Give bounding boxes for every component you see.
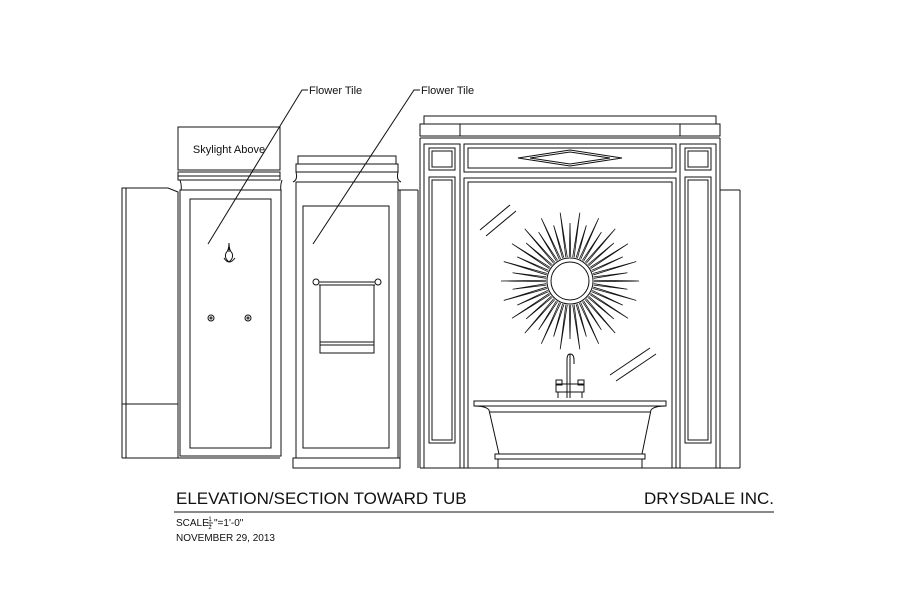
- sunburst-ray: [587, 242, 615, 267]
- sunburst-ray: [517, 256, 549, 273]
- sunburst-ray: [592, 286, 637, 301]
- shower-head-icon: [223, 242, 236, 263]
- sunburst-ray: [540, 302, 562, 344]
- sunburst-ray: [559, 212, 568, 258]
- sunburst-ray: [592, 261, 637, 276]
- shower-panel: [177, 171, 283, 457]
- sunburst-ray: [589, 293, 629, 319]
- skylight-box: [177, 126, 281, 171]
- sunburst-mirror-icon: [500, 212, 640, 350]
- shower-valve-icon: [207, 314, 252, 322]
- skylight-label: Skylight Above: [193, 144, 265, 156]
- sunburst-ray: [572, 212, 581, 258]
- sunburst-ray: [511, 293, 551, 319]
- left-wall-profile: [121, 187, 280, 459]
- scale-value: "=1'-0": [214, 518, 244, 529]
- mirror-reflection: [479, 204, 657, 382]
- sunburst-ray: [591, 289, 623, 306]
- drawing-title: ELEVATION/SECTION TOWARD TUB: [176, 489, 467, 508]
- sunburst-ray: [538, 231, 558, 262]
- sunburst-ray: [540, 218, 562, 260]
- sunburst-ray: [575, 225, 587, 259]
- sunburst-ray: [568, 222, 572, 258]
- sunburst-ray: [593, 279, 640, 283]
- sunburst-ray: [582, 300, 602, 331]
- sunburst-ray: [512, 272, 547, 279]
- sunburst-ray: [512, 283, 547, 290]
- sunburst-ray: [591, 256, 623, 273]
- sunburst-ray: [524, 228, 556, 264]
- sunburst-ray: [568, 304, 572, 340]
- sunburst-ray: [517, 289, 549, 306]
- sunburst-ray: [587, 295, 615, 320]
- sunburst-ray: [593, 283, 628, 290]
- tub-alcove-frame: [419, 115, 741, 469]
- company-name: DRYSDALE INC.: [644, 489, 774, 508]
- sunburst-ray: [584, 228, 616, 264]
- sunburst-ray: [589, 243, 629, 269]
- sunburst-ray: [524, 298, 556, 334]
- sunburst-ray: [500, 279, 547, 283]
- sunburst-ray: [553, 303, 565, 337]
- callout-leaders: [207, 89, 420, 245]
- sunburst-ray: [593, 272, 628, 279]
- sunburst-ray: [525, 242, 553, 267]
- sunburst-ray: [578, 302, 600, 344]
- tub-faucet-icon: [555, 353, 585, 398]
- bathtub-icon: [473, 400, 667, 469]
- sunburst-ray: [503, 286, 548, 301]
- sunburst-ray: [553, 225, 565, 259]
- callout-flower-tile-left: Flower Tile: [309, 85, 362, 97]
- sunburst-ray: [511, 243, 551, 269]
- sunburst-ray: [559, 304, 568, 350]
- sunburst-ray: [503, 261, 548, 276]
- sunburst-ray: [582, 231, 602, 262]
- scale-numerator: 1: [208, 517, 212, 523]
- towel-bar-icon: [312, 278, 382, 354]
- towel-panel: [292, 155, 419, 469]
- callout-flower-tile-right: Flower Tile: [421, 85, 474, 97]
- sunburst-ray: [584, 298, 616, 334]
- sunburst-ray: [538, 300, 558, 331]
- sunburst-ray: [575, 303, 587, 337]
- sunburst-ray: [578, 218, 600, 260]
- sunburst-ray: [572, 304, 581, 350]
- sunburst-ray: [525, 295, 553, 320]
- scale-label: SCALE:: [176, 518, 212, 529]
- drawing-date: NOVEMBER 29, 2013: [176, 533, 275, 544]
- scale-denominator: 2: [208, 525, 212, 531]
